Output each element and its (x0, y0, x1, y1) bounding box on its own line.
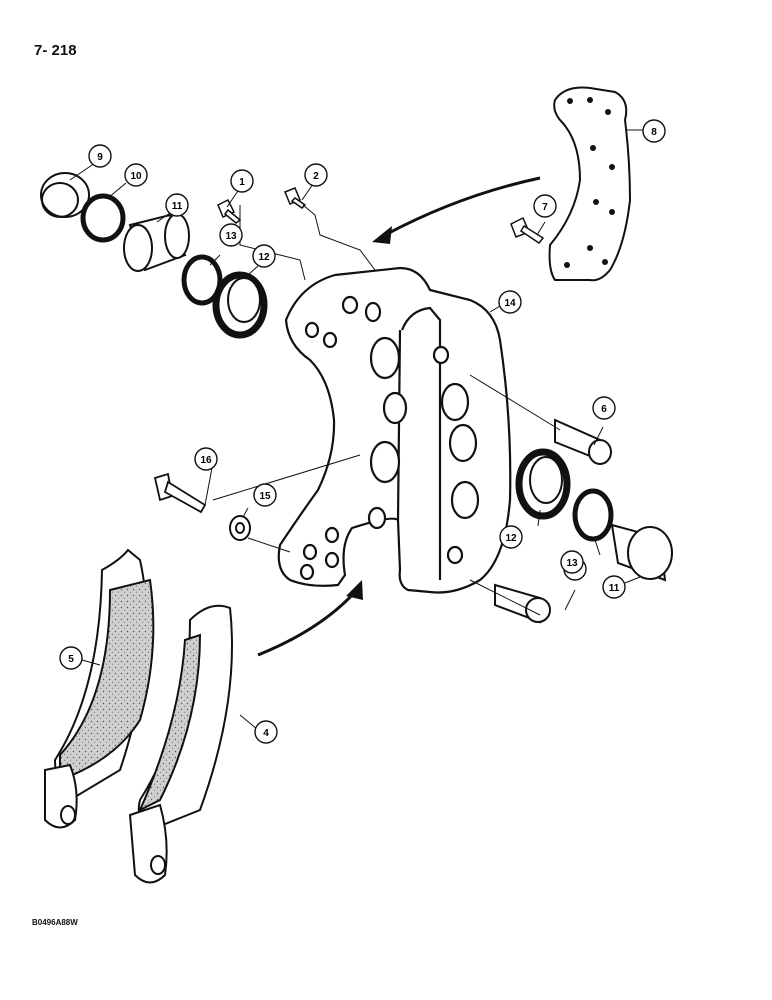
callout-13-upper: 13 (219, 223, 243, 247)
svg-text:7: 7 (542, 202, 548, 213)
callout-16: 16 (194, 447, 218, 471)
callout-1: 1 (230, 169, 254, 193)
ring-13-upper (181, 254, 223, 306)
bushing-3 (494, 583, 551, 624)
stud-16 (153, 472, 207, 514)
svg-text:11: 11 (609, 583, 620, 594)
svg-text:13: 13 (566, 558, 578, 569)
callout-15: 15 (253, 483, 277, 507)
callout-9: 9 (88, 144, 112, 168)
callout-8: 8 (642, 119, 666, 143)
brake-plate (548, 86, 632, 282)
brake-pad-5 (44, 548, 155, 829)
svg-text:10: 10 (130, 171, 142, 182)
svg-text:12: 12 (258, 252, 270, 263)
callout-11-lower: 11 (602, 575, 626, 599)
svg-text:12: 12 (505, 533, 517, 544)
callout-11-upper: 11 (165, 193, 189, 217)
svg-text:8: 8 (651, 127, 657, 138)
piston-lower (610, 523, 673, 582)
page-number: 7- 218 (34, 42, 77, 59)
callout-4: 4 (254, 720, 278, 744)
brake-pad-4 (128, 604, 233, 884)
svg-text:14: 14 (504, 298, 516, 309)
washer-15 (229, 515, 251, 541)
callout-10: 10 (124, 163, 148, 187)
callout-6: 6 (592, 396, 616, 420)
bolt-2 (284, 187, 307, 209)
svg-text:11: 11 (172, 201, 183, 212)
svg-text:6: 6 (601, 404, 607, 415)
ring-13-lower (572, 488, 614, 542)
arrow-heads (346, 226, 392, 600)
piston-upper (123, 213, 190, 272)
ring-10 (80, 193, 126, 243)
callout-13-lower: 13 (560, 550, 584, 574)
bolt-7 (510, 216, 545, 245)
seal-12-upper (212, 271, 268, 339)
figure-code: B0496A88W (32, 918, 78, 927)
bolt-1 (217, 198, 242, 224)
svg-text:9: 9 (97, 152, 103, 163)
svg-text:15: 15 (259, 491, 271, 502)
svg-text:1: 1 (239, 177, 245, 188)
seal-12-lower (515, 448, 571, 520)
svg-text:4: 4 (263, 728, 269, 739)
callout-12-upper: 12 (252, 244, 276, 268)
assembly-arrows (257, 176, 541, 657)
callout-5: 5 (59, 646, 83, 670)
svg-text:16: 16 (200, 455, 212, 466)
callout-2: 2 (304, 163, 328, 187)
svg-text:5: 5 (68, 654, 74, 665)
svg-text:13: 13 (225, 231, 237, 242)
svg-text:2: 2 (313, 171, 319, 182)
caliper-housing (277, 266, 512, 594)
callout-14: 14 (498, 290, 522, 314)
pin-6 (554, 418, 612, 465)
cap (40, 172, 90, 218)
callout-12-lower: 12 (499, 525, 523, 549)
callout-7: 7 (533, 194, 557, 218)
